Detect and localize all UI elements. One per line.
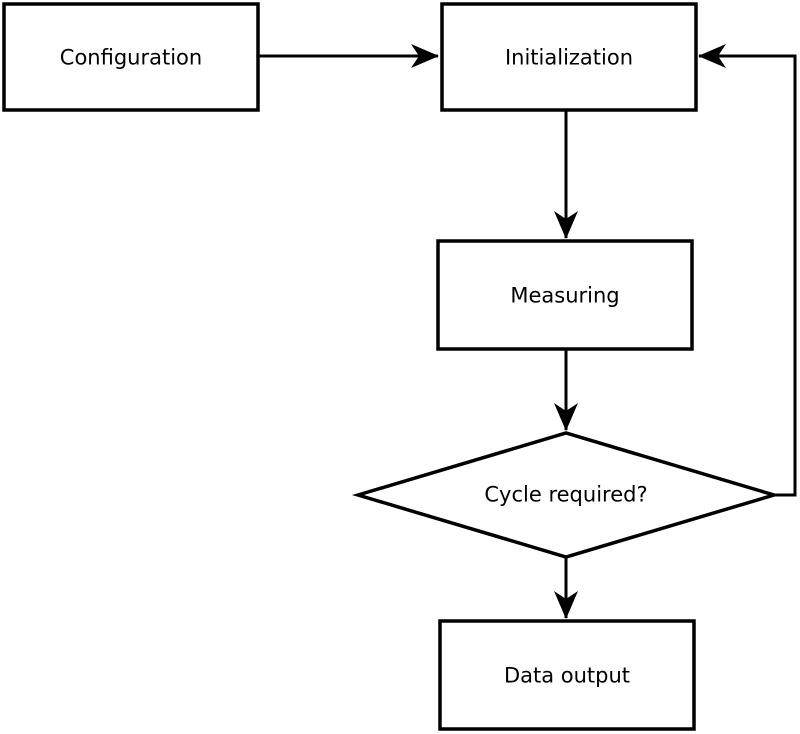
edge-group [258, 44, 797, 619]
configuration-label: Configuration [60, 45, 202, 69]
cycle-required-diamond [351, 431, 781, 559]
node-data-output: Data output [438, 619, 696, 731]
data-output-label: Data output [504, 663, 630, 687]
initialization-label: Initialization [505, 45, 633, 69]
data-output-box [438, 619, 696, 731]
measuring-label: Measuring [510, 283, 619, 307]
edge-cycle-required-to-initialization-loop [698, 44, 797, 497]
node-measuring: Measuring [436, 239, 694, 351]
decision-cycle-required: Cycle required? [351, 431, 781, 559]
configuration-box [2, 2, 260, 112]
node-initialization: Initialization [440, 2, 698, 112]
measuring-box [436, 239, 694, 351]
cycle-required-label: Cycle required? [484, 482, 647, 506]
node-configuration: Configuration [2, 2, 260, 112]
initialization-box [440, 2, 698, 112]
